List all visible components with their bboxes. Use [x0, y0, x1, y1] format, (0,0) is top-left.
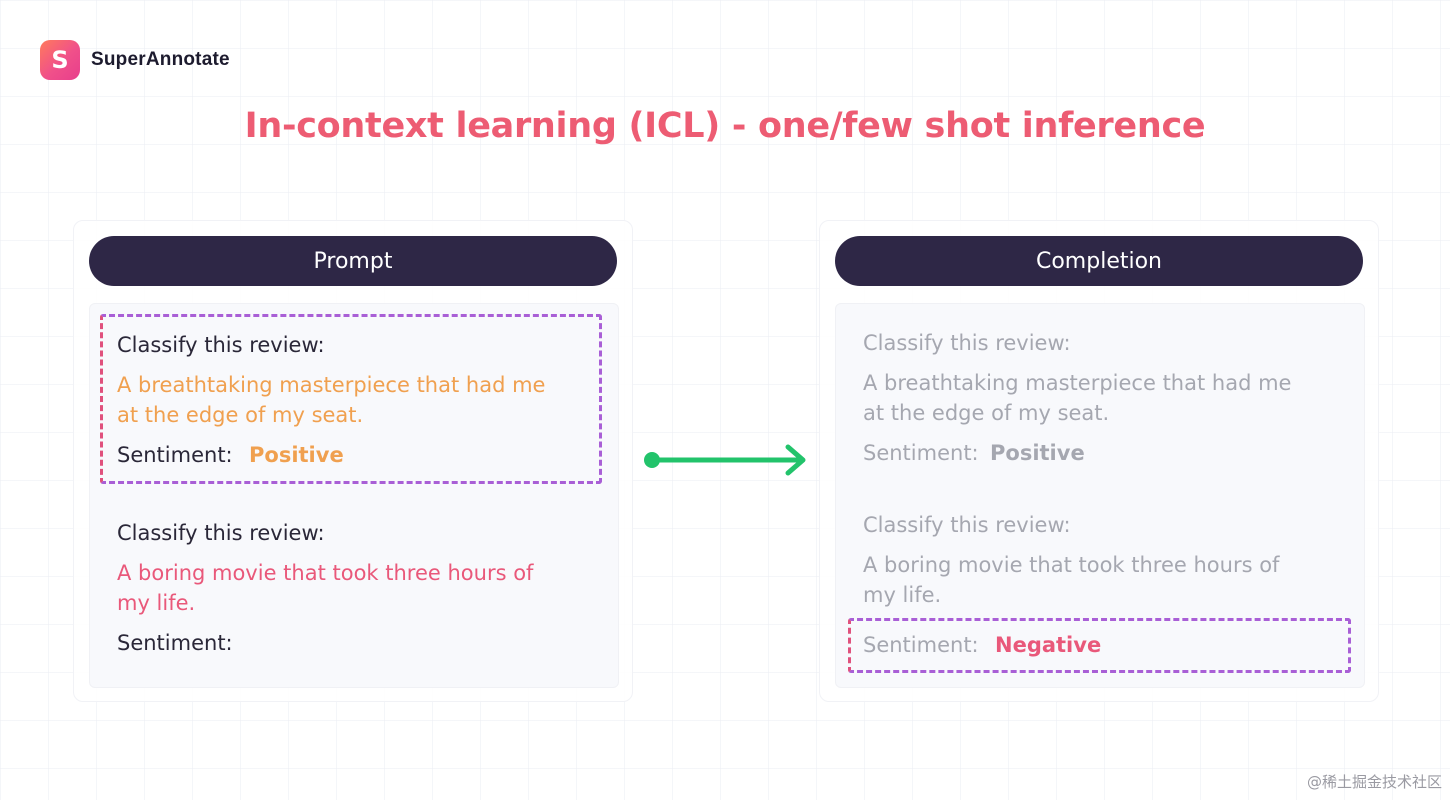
prompt-header: Prompt [89, 236, 617, 286]
query-review-line-2: my life. [117, 591, 196, 615]
query-sentiment-label: Sentiment: [117, 631, 233, 655]
example-review-line-2: at the edge of my seat. [117, 403, 364, 427]
completion-query-instruction: Classify this review: [863, 513, 1071, 537]
completion-header: Completion [835, 236, 1363, 286]
example-review-line-1: A breathtaking masterpiece that had me [117, 373, 546, 397]
completion-query-sentiment-label: Sentiment: [863, 633, 979, 657]
example-sentiment-value: Positive [249, 443, 344, 467]
prompt-card: Classify this review: A breathtaking mas… [89, 303, 619, 688]
brand-logo: S SuperAnnotate [40, 40, 230, 80]
prompt-panel: Prompt Classify this review: A breathtak… [73, 220, 633, 702]
completion-query-review-line-1: A boring movie that took three hours of [863, 553, 1280, 577]
completion-example-review-line-2: at the edge of my seat. [863, 401, 1110, 425]
arrow-right-icon [644, 444, 806, 476]
example-instruction: Classify this review: [117, 333, 325, 357]
query-review-line-1: A boring movie that took three hours of [117, 561, 534, 585]
page-title: In-context learning (ICL) - one/few shot… [244, 106, 1206, 146]
completion-panel: Completion Classify this review: A breat… [819, 220, 1379, 702]
completion-example-sentiment-label: Sentiment: [863, 441, 979, 465]
watermark: @稀土掘金技术社区 [1306, 773, 1442, 791]
example-sentiment-label: Sentiment: [117, 443, 233, 467]
completion-highlight-box [848, 618, 1351, 673]
completion-card: Classify this review: A breathtaking mas… [835, 303, 1365, 688]
completion-example-review-line-1: A breathtaking masterpiece that had me [863, 371, 1292, 395]
example-highlight-box [100, 314, 602, 484]
query-instruction: Classify this review: [117, 521, 325, 545]
logo-mark-icon: S [40, 40, 80, 80]
completion-query-sentiment-value: Negative [995, 633, 1102, 657]
completion-example-sentiment-value: Positive [990, 441, 1085, 465]
completion-query-review-line-2: my life. [863, 583, 942, 607]
completion-example-instruction: Classify this review: [863, 331, 1071, 355]
brand-name: SuperAnnotate [91, 49, 230, 70]
